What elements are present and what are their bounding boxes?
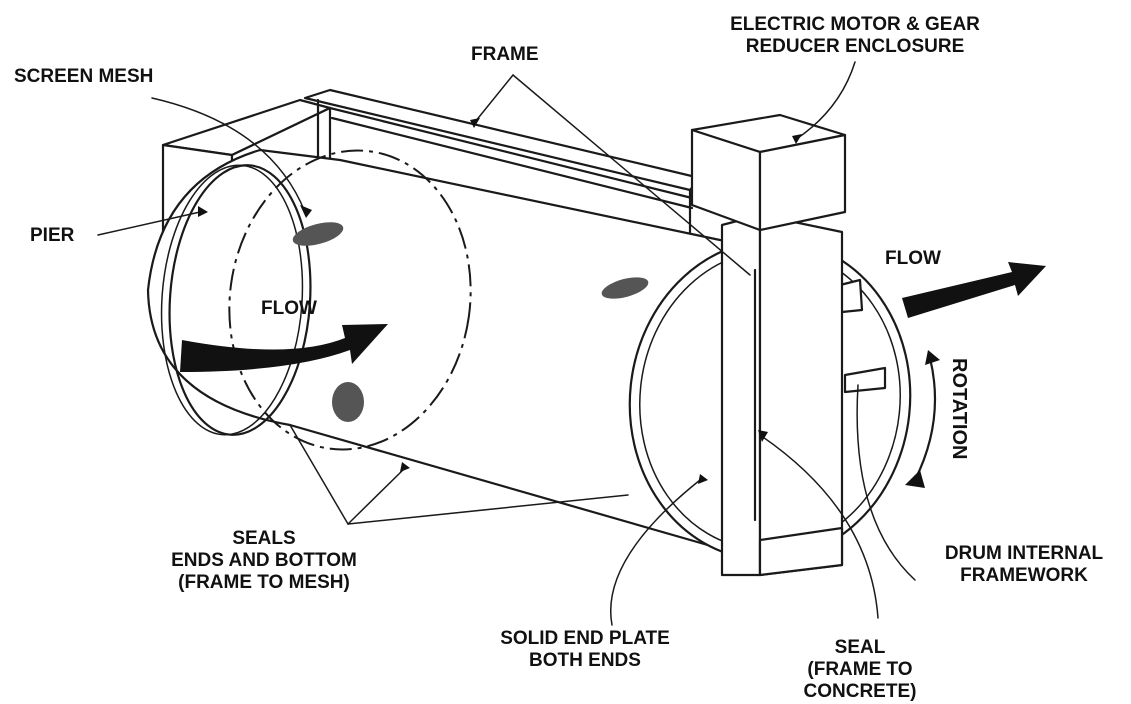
motor-column [720,213,844,577]
seal-concrete-label-line1: SEAL [834,637,886,658]
mesh-patches [292,222,649,422]
drum-framework-label-line2: FRAMEWORK [960,565,1088,586]
seal-concrete-label-line2: (FRAME TO [807,659,913,680]
seals-label-line3: (FRAME TO MESH) [178,572,350,593]
rotation-arrow [913,356,937,482]
end-plate-label: SOLID END PLATE BOTH ENDS [470,628,700,672]
drum-framework-label-line1: DRUM INTERNAL [944,543,1104,564]
seal-concrete-label-line3: CONCRETE) [803,681,917,702]
drum-framework-label: DRUM INTERNAL FRAMEWORK [924,543,1124,587]
seal-concrete-label: SEAL (FRAME TO CONCRETE) [800,637,920,703]
rotation-label: ROTATION [948,358,970,460]
motor-enclosure-label-line2: REDUCER ENCLOSURE [745,36,965,57]
leader-lines [97,61,916,626]
motor-enclosure-box [690,113,847,232]
seals-label: SEALS ENDS AND BOTTOM (FRAME TO MESH) [148,528,380,594]
flow-in-arrow [180,324,388,372]
end-plate-label-line1: SOLID END PLATE [500,628,670,649]
flow-in-label: FLOW [261,298,317,319]
screen-mesh-label: SCREEN MESH [14,66,154,87]
seals-label-line2: ENDS AND BOTTOM [171,550,357,571]
motor-enclosure-label: ELECTRIC MOTOR & GEAR REDUCER ENCLOSURE [700,14,1010,58]
flow-out-label: FLOW [885,248,941,269]
flow-out-arrow [902,262,1046,318]
seals-label-line1: SEALS [232,528,296,549]
frame-label: FRAME [471,44,539,65]
motor-enclosure-label-line1: ELECTRIC MOTOR & GEAR [730,14,980,35]
end-plate-label-line2: BOTH ENDS [529,650,641,671]
pier-label: PIER [30,225,75,246]
